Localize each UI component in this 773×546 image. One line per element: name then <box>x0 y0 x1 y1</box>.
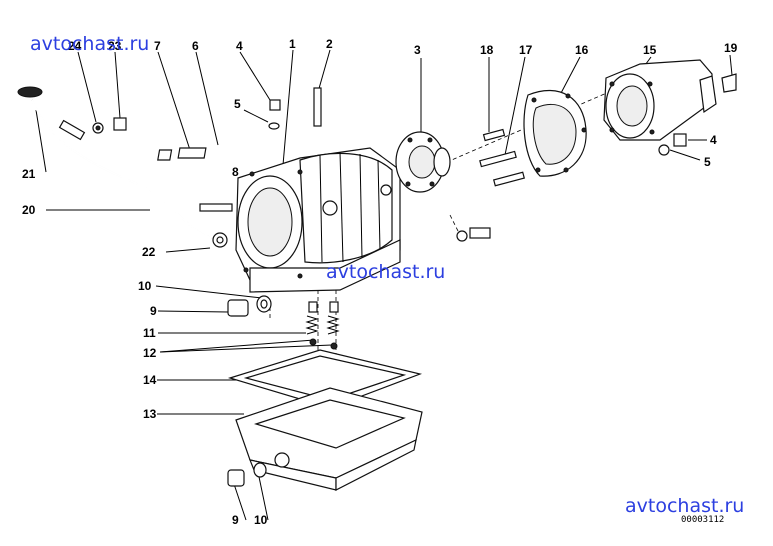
studs <box>199 87 322 212</box>
callout-8: 8 <box>232 165 239 179</box>
callout-4a: 4 <box>236 39 243 53</box>
output-flange <box>395 131 451 193</box>
studs-17-18 <box>479 128 526 187</box>
callout-1: 1 <box>289 37 296 51</box>
callout-22: 22 <box>142 245 156 259</box>
watermark-bottom-right: avtochast.ru <box>625 495 744 517</box>
callout-numbers: 1 2 3 4 5 6 7 8 24 23 21 20 22 10 9 11 1… <box>22 37 738 527</box>
callout-10a: 10 <box>138 279 152 293</box>
callout-15: 15 <box>643 43 657 57</box>
callout-10b: 10 <box>254 513 268 527</box>
drain-plug-lower <box>227 462 267 487</box>
callout-5b: 5 <box>704 155 711 169</box>
callout-16: 16 <box>575 43 589 57</box>
watermark-top-left: avtochast.ru <box>30 33 149 55</box>
dipstick-bolt-washer <box>92 117 127 134</box>
callout-2: 2 <box>326 37 333 51</box>
oil-pan-gasket <box>227 349 423 409</box>
callout-3: 3 <box>414 43 421 57</box>
small-plates <box>157 147 207 161</box>
clip-19 <box>721 73 737 93</box>
callout-11: 11 <box>143 326 156 340</box>
callout-5a: 5 <box>234 97 241 111</box>
callout-19: 19 <box>724 41 738 55</box>
callout-12: 12 <box>143 346 157 360</box>
callout-23: 23 <box>108 39 122 53</box>
transmission-housing <box>235 147 401 293</box>
callout-9a: 9 <box>150 304 157 318</box>
callout-14: 14 <box>143 373 157 387</box>
oil-pan <box>235 387 423 491</box>
gasket <box>523 89 587 177</box>
callout-13: 13 <box>143 407 157 421</box>
callout-20: 20 <box>22 203 36 217</box>
callout-21: 21 <box>22 167 36 181</box>
drain-plug-upper <box>227 295 272 317</box>
callout-17: 17 <box>519 43 533 57</box>
callout-9b: 9 <box>232 513 239 527</box>
callout-6: 6 <box>192 39 199 53</box>
callout-24: 24 <box>68 39 82 53</box>
extension-housing <box>603 59 717 141</box>
extension-bolt-washer <box>658 133 687 156</box>
flange-bolt <box>456 227 491 242</box>
callout-18: 18 <box>480 43 494 57</box>
diagram-code: 00003112 <box>681 515 724 525</box>
springs <box>305 301 340 350</box>
leader-lines <box>35 49 733 521</box>
callout-4b: 4 <box>710 133 717 147</box>
callout-7: 7 <box>154 39 161 53</box>
dipstick-tube <box>17 86 228 248</box>
watermark-center: avtochast.ru <box>326 261 445 283</box>
